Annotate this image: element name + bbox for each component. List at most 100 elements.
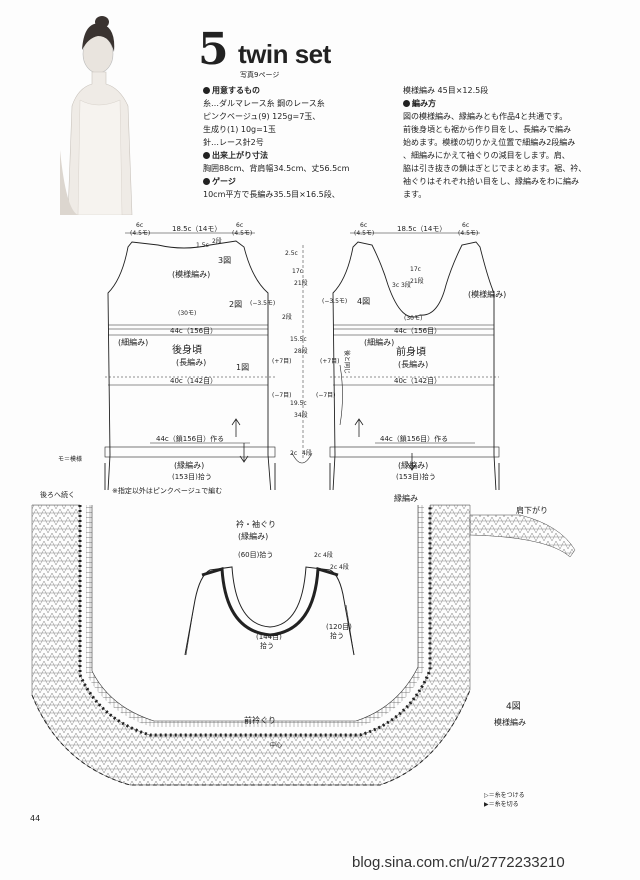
- front-neck-label: 前衿ぐり: [244, 715, 276, 725]
- center-2rows: 2段: [282, 313, 292, 321]
- back-minus35: (−3.5モ): [250, 300, 275, 307]
- center-34: 34段: [294, 411, 308, 419]
- arm-count: (120目): [326, 623, 352, 631]
- back-shoulder-r: 6c: [236, 222, 243, 229]
- center-28: 28段: [294, 347, 308, 355]
- method-line: 脇は引き抜きの鎖はぎとじでまとめます。裾、衿、: [403, 164, 587, 173]
- front-body-sub: (長編み): [398, 359, 428, 369]
- back-shoulder-r2: (4.5モ): [232, 230, 252, 237]
- center-top: 2.5c: [285, 250, 298, 257]
- front-minus7: (−7目): [316, 392, 336, 399]
- collar-sub: (縁編み): [238, 531, 268, 541]
- front-hem: 44c（鎖156目）作る: [380, 434, 448, 443]
- front-neck-side: 3c 3段: [392, 281, 411, 289]
- back-body-sub: (長編み): [176, 357, 206, 367]
- materials-pink: ピンクベージュ(9) 125g=7玉、: [203, 112, 321, 121]
- from-back: 後ろへ続く: [40, 490, 75, 499]
- page-number: 44: [30, 814, 41, 823]
- back-fig3: 3図: [218, 256, 231, 265]
- front-shoulder-r2: (4.5モ): [458, 230, 478, 237]
- pattern-label: 模様編み: [494, 717, 526, 727]
- neck-count: (60目)拾う: [238, 550, 273, 559]
- key-cut: ▶＝糸を切る: [484, 800, 519, 808]
- back-width44: 44c（156目）: [170, 327, 217, 335]
- arm-count2: 拾う: [330, 631, 344, 640]
- back-pattern-label: (模様編み): [172, 269, 210, 279]
- front-neck: 17c: [410, 266, 421, 273]
- back-body-label: 後身頃: [172, 343, 202, 356]
- front-side-note: 後と同じ: [343, 350, 351, 374]
- front-top-width: 18.5c（14モ）: [397, 225, 446, 233]
- legend-moyo: モ＝模様: [58, 455, 82, 463]
- front-neck-rows: 21段: [410, 277, 424, 285]
- back-width40: 40c（142目）: [170, 377, 217, 385]
- back-edge-label: (細編み): [118, 337, 148, 347]
- materials-ecru: 生成り(1) 10g=1玉: [203, 125, 276, 134]
- pattern-number: 5: [198, 24, 229, 75]
- back-width30: (30モ): [178, 310, 196, 317]
- page-title: twin set: [238, 39, 331, 69]
- border-label: 縁編み: [394, 493, 418, 503]
- materials-needle: 針…レース針2号: [203, 138, 264, 147]
- method-line: 始めます。模様の切りかえ位置で細編み2段編み: [403, 138, 576, 147]
- materials-column: 用意するもの 糸…ダルマレース糸 鋼のレース糸 ピンクベージュ(9) 125g=…: [203, 84, 349, 201]
- shoulder-slope-label: 肩下がり: [516, 505, 548, 515]
- fig4-label: 4図: [506, 701, 521, 712]
- back-hem: 44c（鎖156目）作る: [156, 434, 224, 443]
- back-fig2: 2図: [229, 300, 242, 309]
- front-minus35: (−3.5モ): [322, 298, 347, 305]
- shoulder-slope: [469, 514, 576, 558]
- schematic-diagrams: 18.5c（14モ） 6c (4.5モ) 6c (4.5モ) 1.5c 2段 3…: [58, 222, 506, 490]
- method-line: ます。: [403, 190, 427, 199]
- method-column: 模様編み 45目×12.5段 編み方 図の模様編み、縁編みとも作品4と共通です。…: [403, 84, 586, 201]
- back-fig1: 1図: [236, 363, 249, 372]
- center-2c: 2c: [290, 450, 297, 457]
- collar-2c-b: 2c 4段: [330, 563, 349, 571]
- chart-note: ※指定以外はピンクベージュで編む: [112, 486, 222, 495]
- gauge-value: 10cm平方で長編み35.5目×16.5段、: [203, 190, 340, 199]
- front-edge-label: (細編み): [364, 337, 394, 347]
- back-plus7: (+7目): [272, 358, 292, 365]
- front-fig4: 4図: [357, 297, 370, 306]
- center-21: 21段: [294, 279, 308, 287]
- gauge-heading: ゲージ: [203, 175, 349, 188]
- key-attach: ▷＝糸をつける: [484, 791, 525, 799]
- center-155: 15.5c: [290, 336, 307, 343]
- center-195: 19.5c: [290, 400, 307, 407]
- front-body-label: 前身頃: [396, 345, 426, 358]
- center-label: 中心: [270, 741, 282, 749]
- method-line: 図の模様編み、縁編みとも作品4と共通です。: [403, 112, 568, 121]
- front-width40: 40c（142目）: [394, 377, 441, 385]
- center-17c: 17c: [292, 268, 303, 275]
- front-count: (144目): [256, 633, 282, 641]
- back-minus7: (−7目): [272, 392, 292, 399]
- materials-heading: 用意するもの: [203, 84, 349, 97]
- front-border: (縁編み): [398, 460, 428, 470]
- back-top-width: 18.5c（14モ）: [172, 225, 221, 233]
- back-shoulder-l: 6c: [136, 222, 143, 229]
- photo-reference: 写真9ページ: [240, 71, 280, 79]
- collar-title: 衿・袖ぐり: [236, 519, 276, 529]
- front-border-count: (153目)拾う: [396, 472, 436, 481]
- center-4: 4段: [302, 449, 312, 457]
- size-heading: 出来上がり寸法: [203, 149, 349, 162]
- front-width30: (30モ): [404, 315, 422, 322]
- method-line: 、細編みにかえて袖ぐりの減目をします。肩、: [403, 151, 570, 160]
- model-photo: [58, 10, 140, 215]
- front-pattern-label: (模様編み): [468, 289, 506, 299]
- watermark: blog.sina.com.cn/u/2772233210: [352, 854, 565, 871]
- front-width44: 44c（156目）: [394, 327, 441, 335]
- collar-2c: 2c 4段: [314, 551, 333, 559]
- back-neck-drop: 1.5c: [196, 242, 209, 249]
- front-shoulder-l2: (4.5モ): [354, 230, 374, 237]
- crochet-chart: ※指定以外はピンクベージュで編む 後ろへ続く 衿・袖ぐり (縁編み) (60目)…: [31, 486, 576, 808]
- front-outline: [329, 241, 500, 490]
- front-shoulder-l: 6c: [360, 222, 367, 229]
- outer-edge: [31, 689, 471, 786]
- method-line: 前後身頃とも裾から作り目をし、長編みで編み: [403, 125, 571, 134]
- method-line: 袖ぐりはそれぞれ拾い目をし、縁編みをわに編み: [403, 177, 579, 186]
- gauge-value-2: 模様編み 45目×12.5段: [403, 86, 489, 95]
- back-border: (縁編み): [174, 460, 204, 470]
- front-shoulder-r: 6c: [462, 222, 469, 229]
- front-count2: 拾う: [260, 641, 274, 650]
